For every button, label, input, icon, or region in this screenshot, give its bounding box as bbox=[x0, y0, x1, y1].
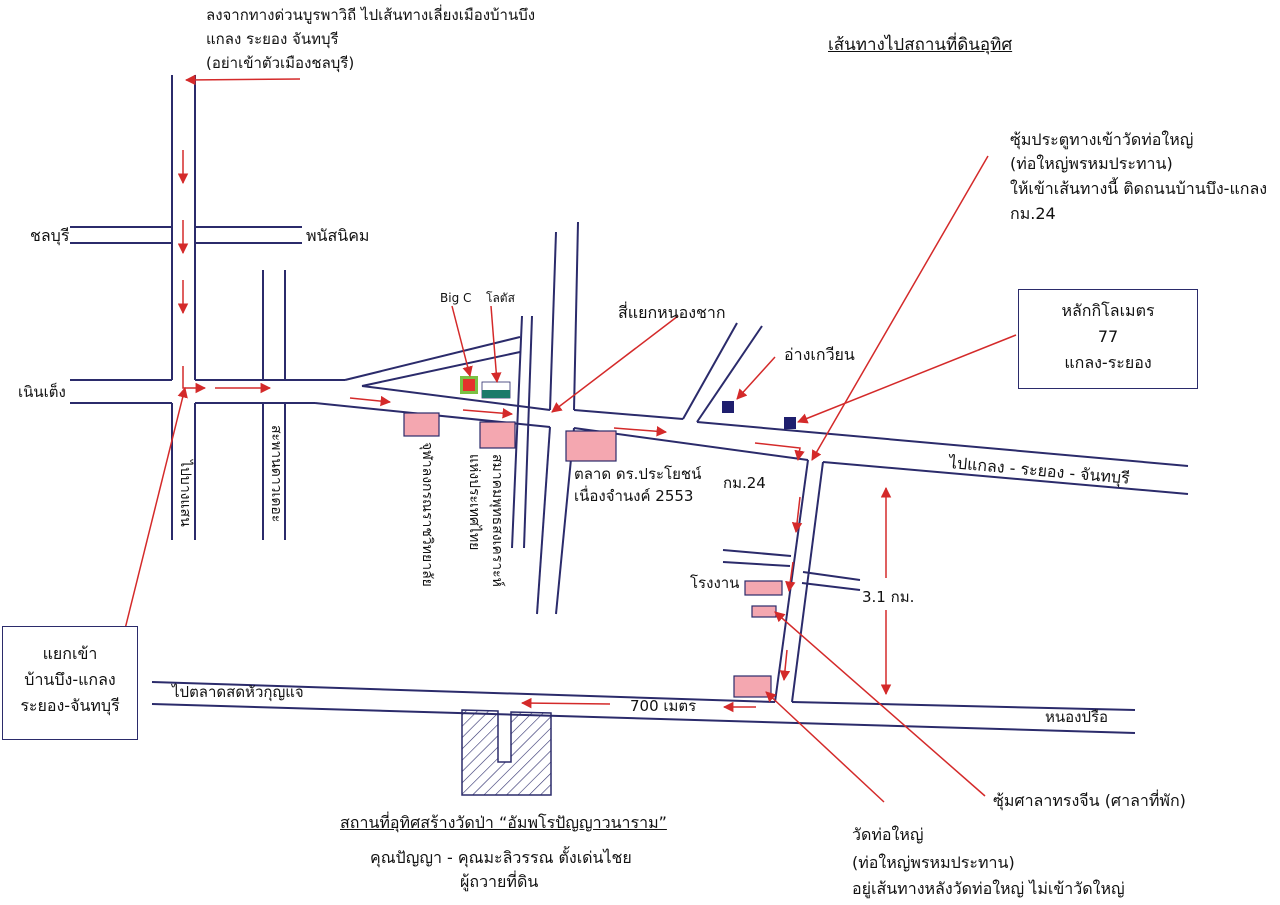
label-school-3: สมาคมพุทธสงเคราะห์ bbox=[489, 454, 505, 587]
label-ang-kwian: อ่างเกวียน bbox=[784, 345, 855, 364]
top-note-line2: แกลง ระยอง จันทบุรี bbox=[206, 30, 339, 48]
leader-lines bbox=[122, 155, 1017, 803]
junction-box-line1: แยกเข้า bbox=[42, 644, 98, 663]
label-to-market: ไปตลาดสดหัวกุญแจ bbox=[172, 683, 304, 701]
km-box-line2: 77 bbox=[1097, 327, 1119, 346]
buildings bbox=[403, 412, 783, 698]
km77-marker bbox=[784, 417, 796, 429]
label-chonburi: ชลบุรี bbox=[30, 226, 70, 245]
label-lotus: โลตัส bbox=[486, 291, 515, 305]
junction-box-line2: บ้านบึง-แกลง bbox=[24, 670, 116, 689]
temple-note-line1: วัดท่อใหญ่ bbox=[852, 825, 924, 844]
label-km24: กม.24 bbox=[723, 474, 766, 492]
label-nong-prue: หนองปรือ bbox=[1045, 708, 1109, 726]
label-nong-khak: สี่แยกหนองชาก bbox=[618, 303, 726, 322]
km-box-line1: หลักกิโลเมตร bbox=[1061, 301, 1155, 320]
factory-building-1 bbox=[744, 580, 783, 596]
label-market-line1: ตลาด ดร.ประโยชน์ bbox=[574, 465, 702, 483]
label-noen-toeng: เนินเต็ง bbox=[18, 383, 66, 401]
gate-note-line2: (ท่อใหญ่พรหมประทาน) bbox=[1010, 154, 1173, 173]
label-school-1: จุฬาลงกรณราชวิทยาลัย bbox=[419, 442, 435, 587]
site-role: ผู้ถวายที่ดิน bbox=[460, 872, 539, 891]
label-saphan-dao: สะพานดาวเดอะ bbox=[268, 425, 284, 523]
roads bbox=[70, 75, 1189, 734]
label-distance-3-1: 3.1 กม. bbox=[862, 588, 915, 606]
junction-box-line3: ระยอง-จันทบุรี bbox=[20, 696, 120, 715]
km-marker-box: หลักกิโลเมตร 77 แกลง-ระยอง bbox=[1018, 289, 1198, 389]
route-arrows bbox=[177, 74, 805, 713]
site-title: สถานที่อุทิศสร้างวัดป่า “อัมพโรปัญญาวนาร… bbox=[340, 813, 667, 832]
market-building bbox=[565, 430, 617, 462]
big-c-logo-icon bbox=[460, 376, 478, 394]
junction-box: แยกเข้า บ้านบึง-แกลง ระยอง-จันทบุรี bbox=[2, 626, 138, 740]
km-box-line3: แกลง-ระยอง bbox=[1064, 353, 1152, 372]
temple-note-line3: อยู่เส้นทางหลังวัดท่อใหญ่ ไม่เข้าวัดใหญ่ bbox=[852, 879, 1125, 898]
lotus-logo-icon bbox=[481, 381, 511, 399]
school-building bbox=[403, 412, 440, 437]
gate-note-line1: ซุ้มประตูทางเข้าวัดท่อใหญ่ bbox=[1010, 130, 1194, 149]
gate-note-line4: กม.24 bbox=[1010, 204, 1056, 223]
factory-building-2 bbox=[751, 605, 777, 618]
label-to-bang-saen: ไปบางแสน bbox=[177, 460, 193, 527]
label-distance-700: 700 เมตร bbox=[630, 697, 697, 715]
top-note-line1: ลงจากทางด่วนบูรพาวิถี ไปเส้นทางเลี่ยงเมื… bbox=[206, 6, 536, 24]
map-title: เส้นทางไปสถานที่ดินอุทิศ bbox=[828, 35, 1013, 55]
label-phanat-nikhom: พนัสนิคม bbox=[306, 226, 370, 245]
pavilion-note: ซุ้มศาลาทรงจีน (ศาลาที่พัก) bbox=[993, 791, 1186, 810]
temple-building bbox=[733, 675, 772, 698]
label-factory: โรงงาน bbox=[690, 574, 740, 592]
label-big-c: Big C bbox=[440, 291, 472, 305]
ang-kwian-marker bbox=[722, 401, 734, 413]
gate-note-line3: ให้เข้าเส้นทางนี้ ติดถนนบ้านบึง-แกลง bbox=[1010, 179, 1268, 198]
label-market-line2: เนื่องจำนงค์ 2553 bbox=[574, 487, 694, 505]
site-donors: คุณปัญญา - คุณมะลิวรรณ ตั้งเด่นไชย bbox=[370, 848, 632, 867]
association-building bbox=[479, 421, 516, 449]
temple-note-line2: (ท่อใหญ่พรหมประทาน) bbox=[852, 853, 1015, 872]
label-school-2: แห่งประเทศไทย bbox=[466, 454, 482, 551]
donated-land bbox=[461, 709, 552, 796]
top-note-line3: (อย่าเข้าตัวเมืองชลบุรี) bbox=[206, 54, 355, 72]
